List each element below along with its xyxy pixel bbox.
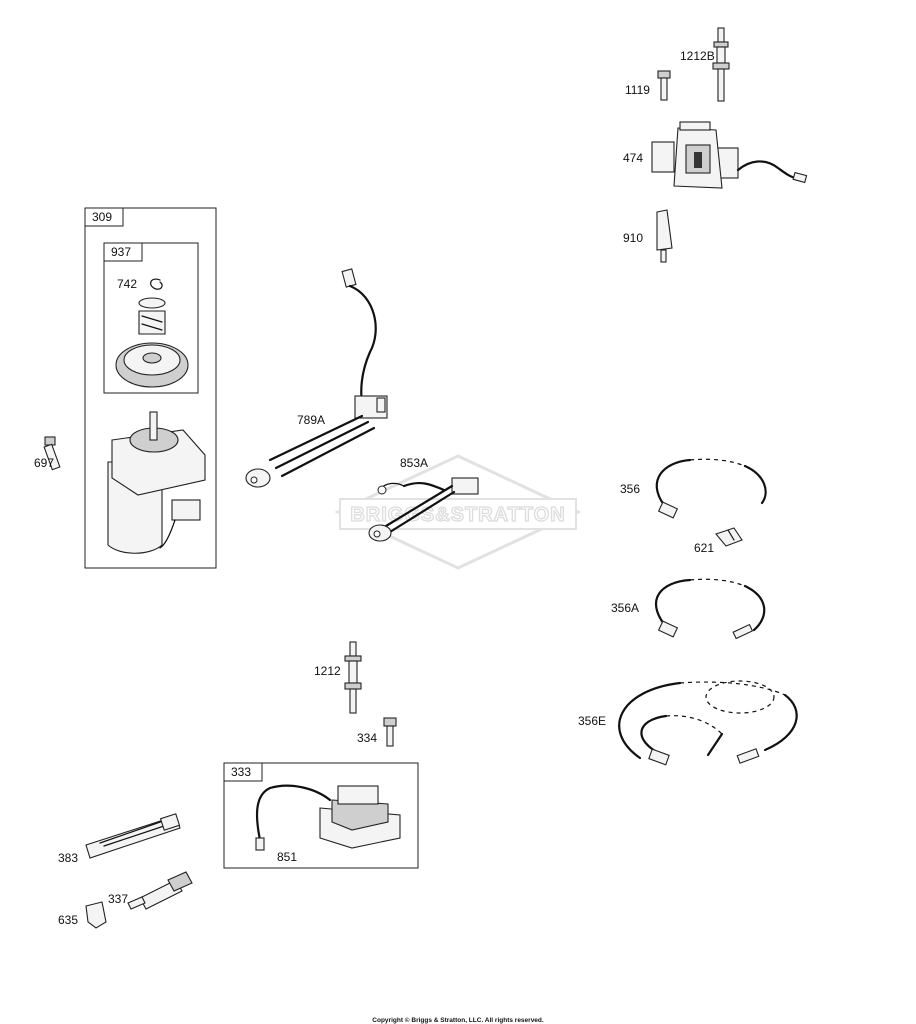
label-1119: 1119 xyxy=(625,83,650,97)
part-383-spark-tester[interactable] xyxy=(85,813,181,859)
box-309-tab xyxy=(84,207,124,227)
label-1212: 1212 xyxy=(314,664,341,678)
part-789a-wire-harness[interactable] xyxy=(245,268,388,488)
label-851: 851 xyxy=(277,850,297,864)
copyright-text: Copyright © Briggs & Stratton, LLC. All … xyxy=(372,1016,544,1024)
part-337-spark-plug[interactable] xyxy=(127,871,193,910)
label-356: 356 xyxy=(620,482,640,496)
part-937-pinion-gear[interactable] xyxy=(115,297,189,388)
box-309 xyxy=(84,207,217,569)
label-697: 697 xyxy=(34,456,54,470)
part-853a-wire-harness[interactable] xyxy=(368,477,479,542)
label-621: 621 xyxy=(694,541,714,555)
part-1212b-stud[interactable] xyxy=(712,27,730,102)
label-474: 474 xyxy=(623,151,643,165)
part-356-ground-wire[interactable] xyxy=(655,458,767,519)
label-789a: 789A xyxy=(297,413,325,427)
label-333: 333 xyxy=(231,765,251,779)
part-1119-bolt[interactable] xyxy=(657,70,671,101)
label-742: 742 xyxy=(117,277,137,291)
label-309: 309 xyxy=(92,210,112,224)
part-621-terminal[interactable] xyxy=(715,527,743,547)
box-333 xyxy=(223,762,419,869)
label-334: 334 xyxy=(357,731,377,745)
label-337: 337 xyxy=(108,892,128,906)
label-356e: 356E xyxy=(578,714,606,728)
label-356a: 356A xyxy=(611,601,639,615)
box-937 xyxy=(103,242,199,394)
label-635: 635 xyxy=(58,913,78,927)
part-309-starter-motor[interactable] xyxy=(107,411,206,554)
label-853a: 853A xyxy=(400,456,428,470)
box-937-tab xyxy=(103,242,143,262)
label-1212b: 1212B xyxy=(680,49,715,63)
part-635-boot[interactable] xyxy=(85,901,107,929)
box-333-tab xyxy=(223,762,263,782)
brand-watermark: BRIGGS&STRATTON xyxy=(334,454,582,570)
part-334-bolt[interactable] xyxy=(383,717,397,747)
part-1212-stud[interactable] xyxy=(344,641,362,714)
part-356a-wire[interactable] xyxy=(654,578,766,640)
part-742-retainer-clip[interactable] xyxy=(150,278,163,290)
part-474-armature[interactable] xyxy=(651,121,808,189)
part-910-spark-plug-boot[interactable] xyxy=(656,209,673,263)
label-910: 910 xyxy=(623,231,643,245)
watermark-text: BRIGGS&STRATTON xyxy=(350,504,565,526)
part-697-bolt[interactable] xyxy=(43,436,61,471)
label-937: 937 xyxy=(111,245,131,259)
label-383: 383 xyxy=(58,851,78,865)
part-356e-wire-harness[interactable] xyxy=(618,680,798,766)
part-333-armature[interactable] xyxy=(255,784,401,851)
